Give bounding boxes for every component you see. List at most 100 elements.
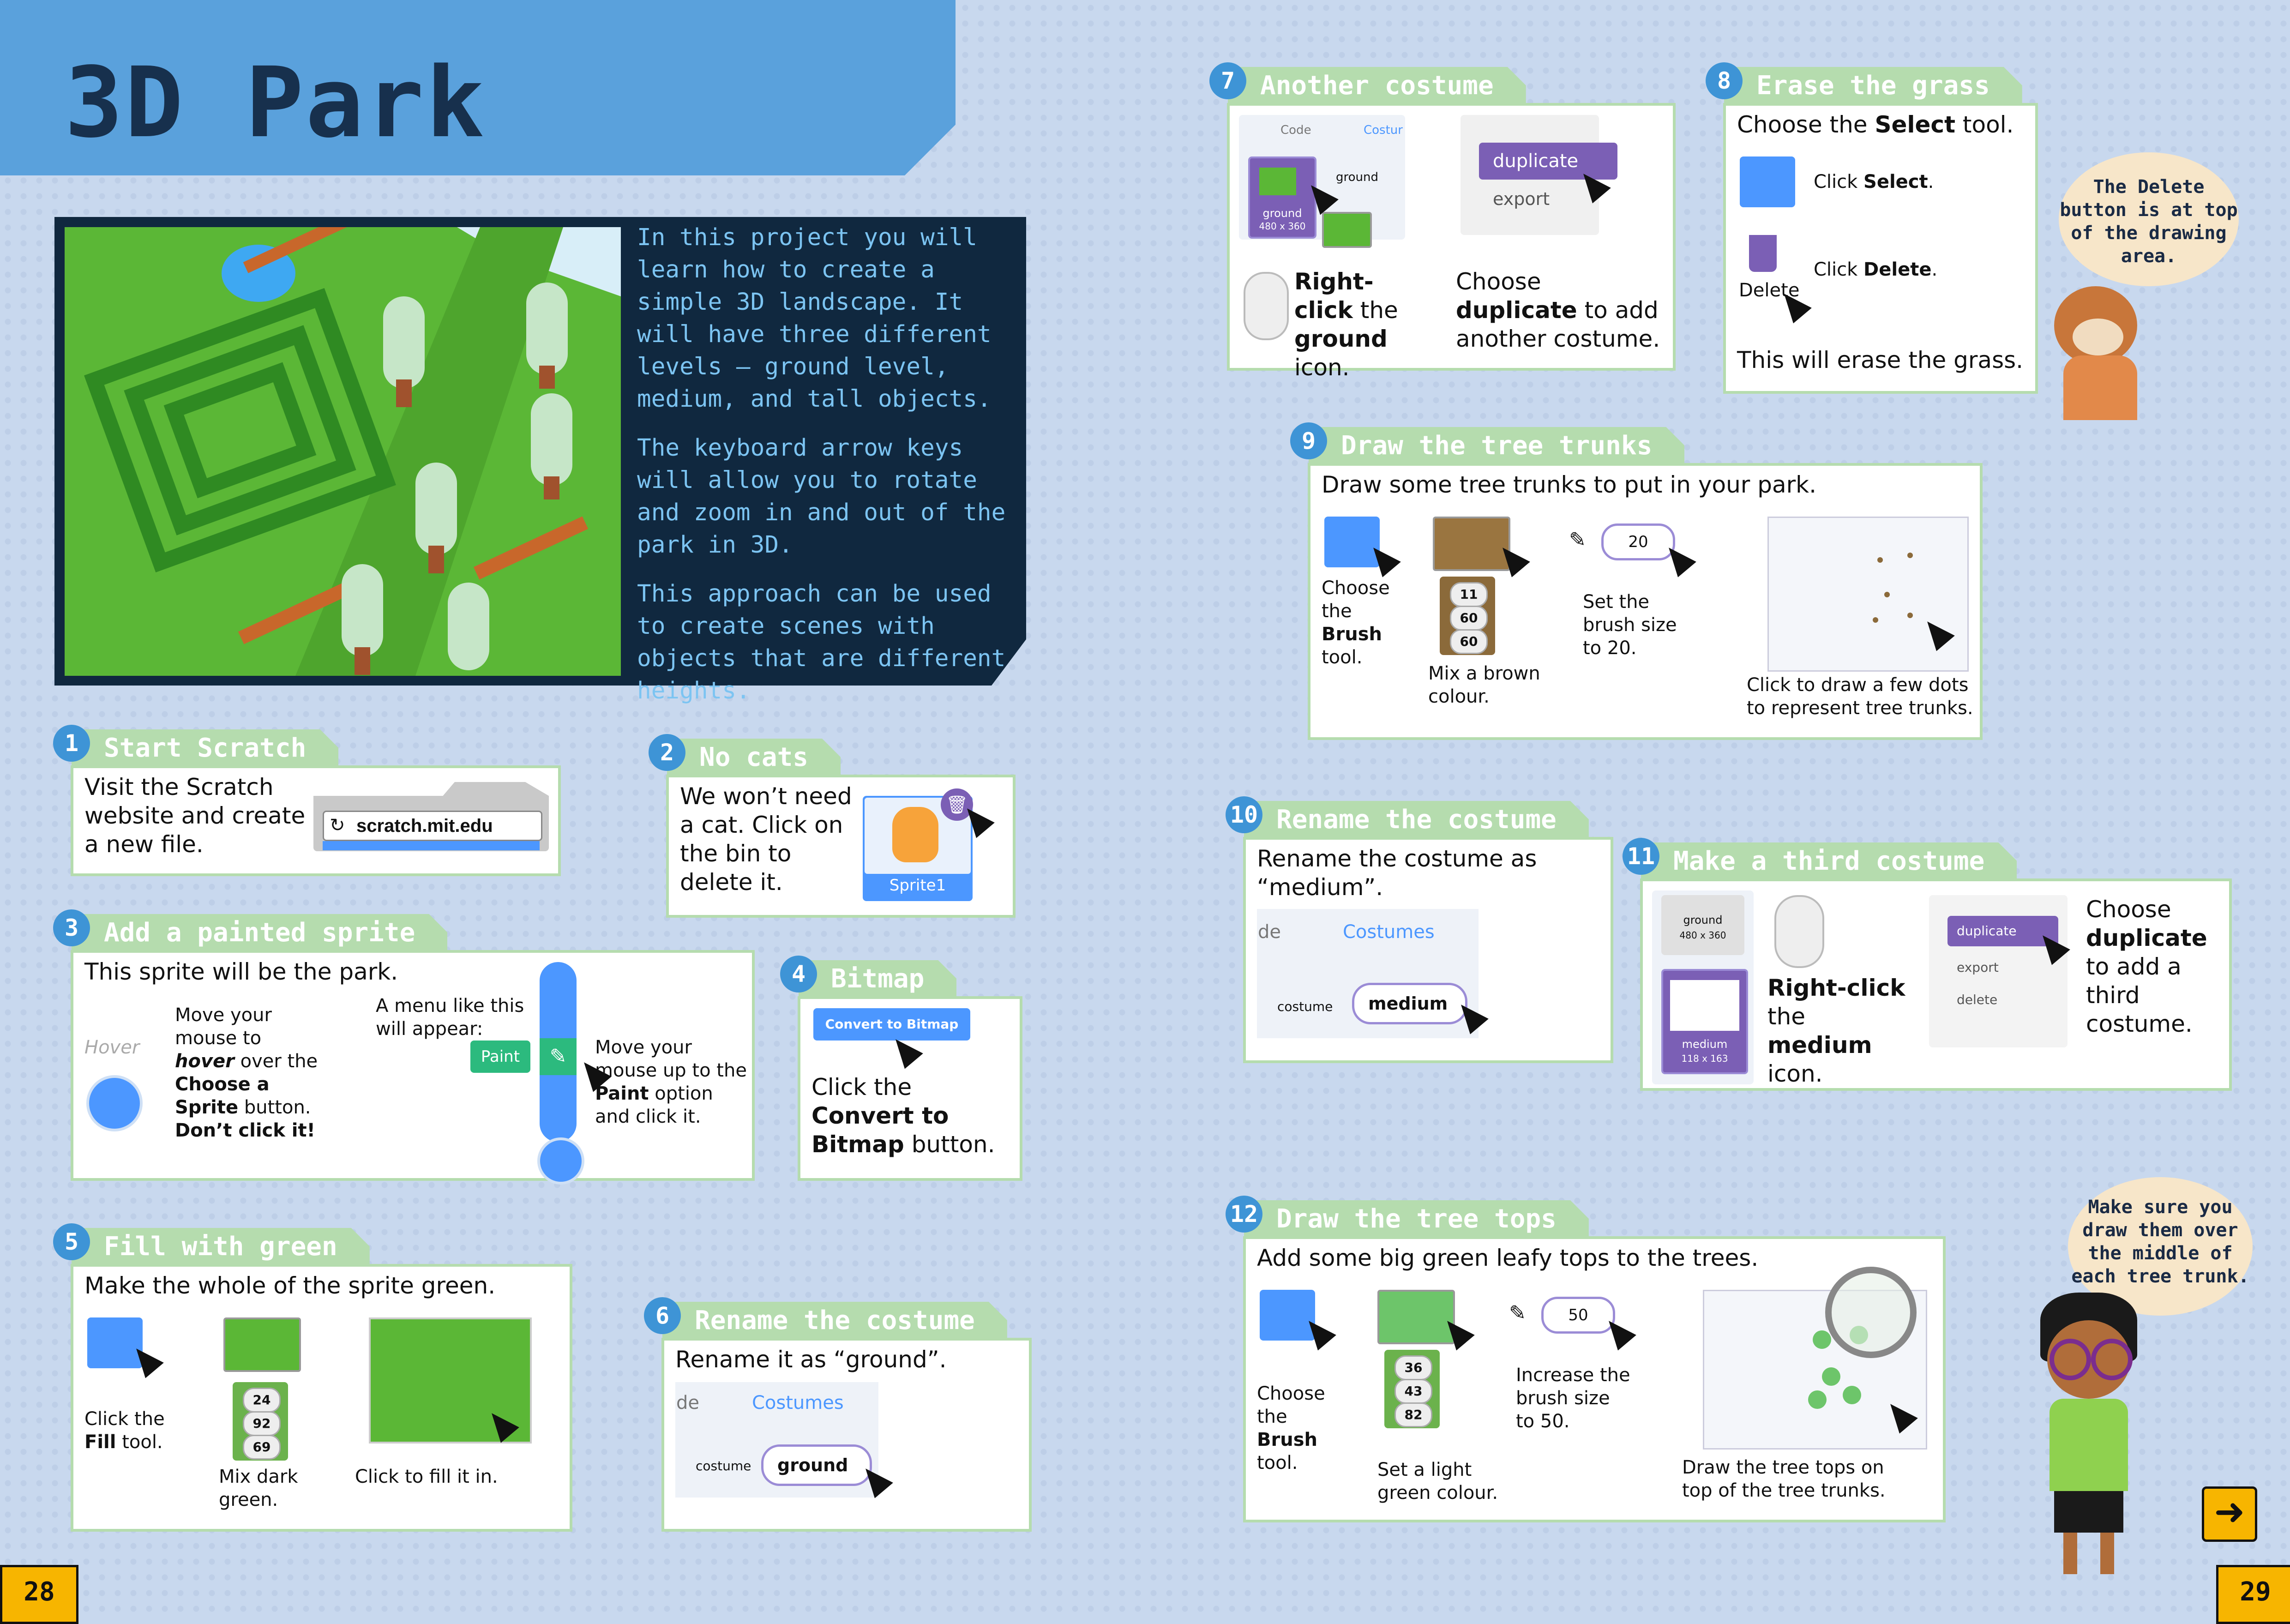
step-2: 2 No cats We won’t need a cat. Click on … [649,734,1016,928]
menu-export[interactable]: export [1493,189,1550,209]
step-number: 6 [644,1297,681,1334]
page-number-right: 29 [2216,1565,2290,1624]
delete-icon[interactable] [1749,235,1777,272]
delete-bin-icon[interactable]: 🗑 [941,788,973,821]
color-value[interactable]: 24 [243,1388,281,1413]
ground-costume-thumbnail[interactable]: ground 480 x 360 [1661,895,1744,955]
tab-costumes[interactable]: Costumes [1343,921,1435,943]
color-swatch[interactable] [1377,1290,1455,1344]
intro-paragraph: In this project you will learn how to cr… [637,224,992,413]
color-value[interactable]: 11 [1450,582,1488,607]
menu-duplicate[interactable]: duplicate [1479,143,1617,180]
step-text: Click the Convert to Bitmap button. [811,1074,995,1158]
step-12: 12 Draw the tree tops Add some big green… [1226,1196,1946,1533]
sprite-thumbnail[interactable]: Sprite1 🗑 [863,788,973,901]
rightclick-text: Right-click the medium icon. [1767,974,1905,1087]
boy-character [2022,1283,2160,1583]
step-title: Add a painted sprite [72,914,447,952]
color-swatch[interactable] [1322,212,1372,248]
maze-park-image [65,227,621,676]
menu-duplicate[interactable]: duplicate [1947,916,2058,946]
sprite-button-icon[interactable] [537,1137,584,1185]
color-value[interactable]: 92 [243,1411,281,1436]
duplicate-text: Choose duplicate to add another costume. [1456,268,1660,352]
brush-size-input[interactable]: 50 [1541,1297,1615,1334]
menu-export[interactable]: export [1957,960,1999,975]
step-card: ground 480 x 360 medium 118 x 163 Right-… [1640,878,2232,1091]
tab-costumes[interactable]: Costumes [752,1392,844,1413]
park-illustration [65,227,621,676]
select-instruction: Click Select. [1814,171,1934,192]
color-swatch[interactable] [1433,517,1510,571]
medium-costume-thumbnail[interactable]: medium 118 x 163 [1661,969,1748,1074]
color-value[interactable]: 43 [1394,1379,1432,1404]
step-number: 12 [1226,1196,1262,1233]
brush-tool-icon[interactable] [1324,517,1380,567]
color-value[interactable]: 36 [1394,1355,1432,1380]
brush-tool-icon[interactable] [1260,1290,1315,1341]
mix-label: Mix a brown colour. [1428,663,1540,707]
paint-brush-icon[interactable]: ✎ [540,1038,577,1075]
step-text: Rename it as “ground”. [675,1346,947,1373]
color-value[interactable]: 69 [243,1435,281,1460]
paint-tooltip[interactable]: Paint [470,1041,530,1073]
cat-sprite-icon [892,807,938,862]
step-intro: Make the whole of the sprite green. [84,1272,496,1299]
tab-code[interactable]: Code [1280,123,1311,137]
step-title: Draw the tree tops [1244,1200,1589,1238]
step-card: Add some big green leafy tops to the tre… [1243,1236,1946,1522]
brush-instruction: Choose the Brush tool. [1257,1383,1325,1474]
costume-name-input[interactable]: ground [761,1444,872,1486]
step-card: This sprite will be the park. Hover Move… [71,950,755,1185]
step-card: Code Costur ground 480 x 360 ground Righ… [1227,103,1676,381]
next-page-arrow-icon[interactable]: ➜ [2202,1486,2257,1542]
magnifier-icon [1825,1267,1917,1358]
tab-prefix: de [676,1392,699,1413]
page-title: 3D Park [65,46,487,159]
step-text: We won’t need a cat. Click on the bin to… [680,783,852,896]
step-4: 4 Bitmap Convert to Bitmap Click the Con… [780,956,1022,1191]
step-title: Rename the costume [662,1302,1007,1340]
costume-name-input[interactable]: medium [1352,983,1467,1024]
step-title: No cats [667,739,841,776]
choose-sprite-button[interactable] [86,1075,143,1131]
color-value[interactable]: 60 [1450,606,1488,631]
select-tool-icon[interactable] [1740,156,1795,207]
brush-size-input[interactable]: 20 [1601,523,1675,560]
canvas-green[interactable] [369,1317,532,1444]
browser-bottom-bar [323,841,540,850]
step-number: 3 [53,909,90,946]
tab-costumes[interactable]: Costur [1364,123,1403,137]
delete-instruction: Click Delete. [1814,259,1938,280]
step-title: Fill with green [72,1228,370,1266]
step-7: 7 Another costume Code Costur ground 480… [1209,62,1676,381]
step-text: Choose the Select tool. [1737,111,2014,138]
title-banner [0,0,956,175]
fill-tool-icon[interactable] [87,1317,143,1368]
hover-instructions: Move your mouse to hover over the Choose… [175,1004,318,1141]
step-intro: Draw some tree trunks to put in your par… [1322,471,1816,498]
address-bar[interactable]: ↻ scratch.mit.edu [323,811,542,841]
step-number: 4 [780,956,817,992]
step-text: Visit the Scratch website and create a n… [84,774,306,858]
menu-delete[interactable]: delete [1957,992,1998,1007]
step-card: We won’t need a cat. Click on the bin to… [666,775,1016,918]
step-card: Make the whole of the sprite green. Clic… [71,1264,572,1532]
step-3: 3 Add a painted sprite This sprite will … [53,909,755,1191]
color-swatch[interactable] [223,1317,301,1372]
ground-costume-thumbnail[interactable]: ground 480 x 360 [1248,156,1316,239]
color-value[interactable]: 82 [1394,1402,1432,1427]
fill-instruction: Click the Fill tool. [84,1408,165,1453]
drawing-canvas[interactable] [1767,517,1969,672]
convert-to-bitmap-button[interactable]: Convert to Bitmap [813,1008,970,1041]
step-number: 11 [1623,838,1659,875]
color-value[interactable]: 60 [1450,629,1488,654]
brush-instruction: Choose the Brush tool. [1322,577,1390,668]
intro-paragraph: The keyboard arrow keys will allow you t… [637,434,1006,559]
size-instruction: Increase the brush size to 50. [1516,1365,1630,1432]
intro-text: In this project you will learn how to cr… [637,222,1006,724]
step-title: Start Scratch [72,729,338,767]
refresh-icon[interactable]: ↻ [330,815,345,836]
step-11: 11 Make a third costume ground 480 x 360… [1623,838,2232,1101]
step-number: 9 [1290,422,1327,459]
